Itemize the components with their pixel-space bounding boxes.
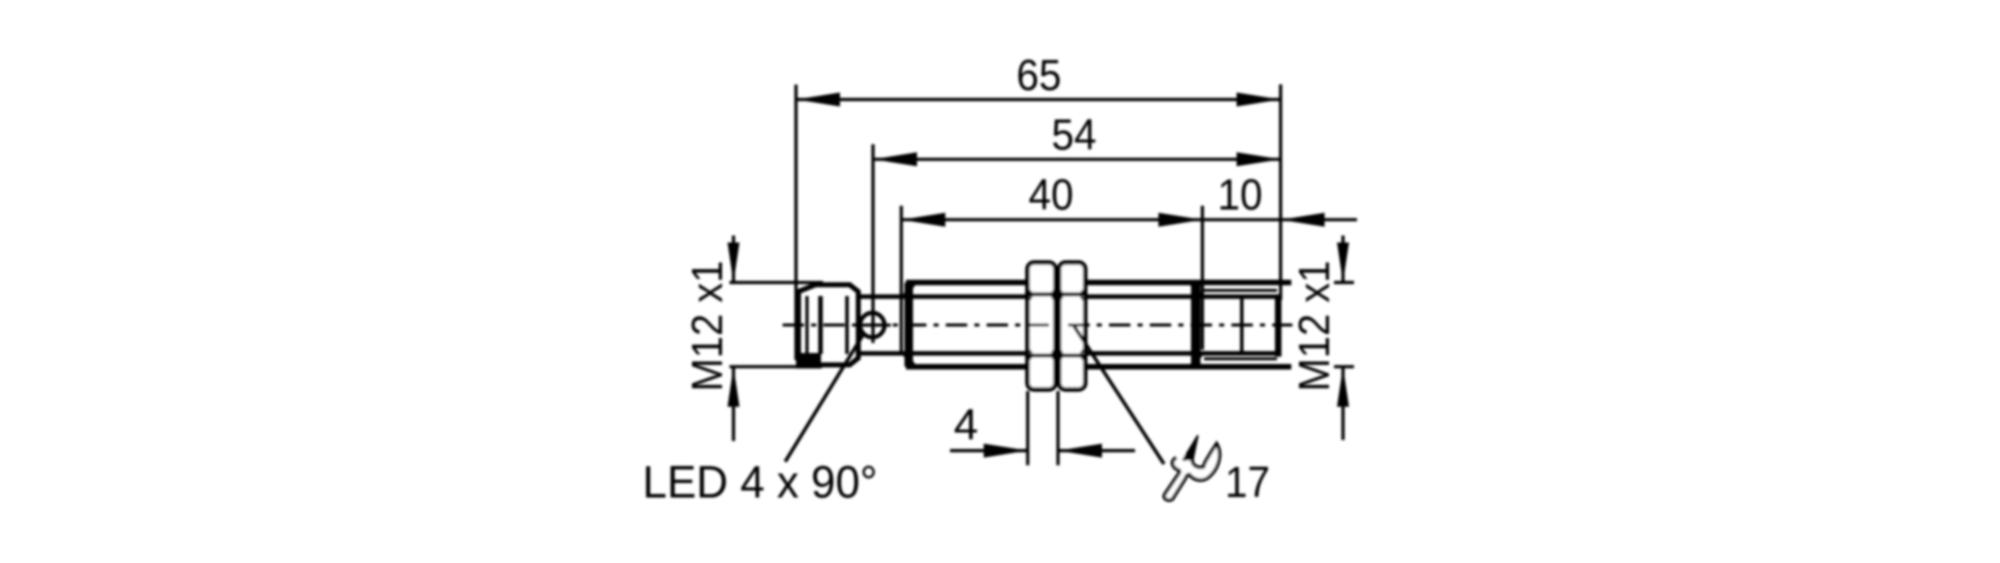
svg-text:M12 x1: M12 x1	[683, 261, 732, 392]
svg-text:10: 10	[1218, 171, 1263, 220]
svg-text:65: 65	[1016, 51, 1061, 100]
svg-text:M12 x1: M12 x1	[1290, 261, 1339, 392]
svg-text:54: 54	[1052, 111, 1097, 160]
svg-text:LED 4 x 90°: LED 4 x 90°	[643, 457, 878, 508]
svg-text:17: 17	[1225, 458, 1270, 507]
svg-text:40: 40	[1029, 171, 1074, 220]
svg-text:4: 4	[954, 401, 978, 450]
